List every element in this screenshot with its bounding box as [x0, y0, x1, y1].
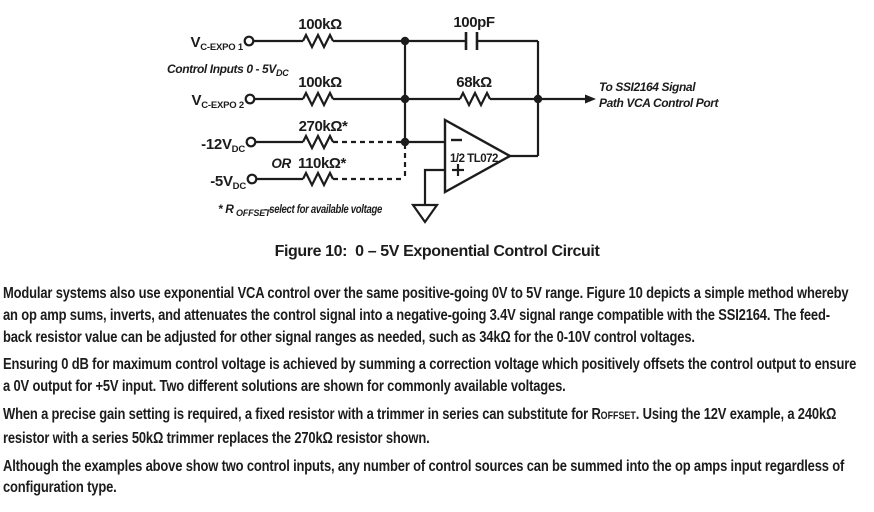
rf-value-label: 68kΩ — [456, 74, 492, 91]
paragraph-3: When a precise gain setting is required,… — [3, 404, 871, 450]
input1-label: VC-EXPO 1 — [191, 34, 244, 53]
r1-value-label: 100kΩ — [298, 16, 342, 33]
r4-value-label: 110kΩ* — [298, 155, 347, 172]
text-line: When a precise gain setting is required,… — [3, 404, 836, 428]
resistor-r1-icon — [302, 32, 334, 50]
output-label-line2: Path VCA Control Port — [599, 96, 720, 110]
text-line: a 0V output for +5V input. Two different… — [3, 378, 566, 396]
paragraph-1: Modular systems also use exponential VCA… — [3, 283, 871, 348]
text-line: resistor with a series 50kΩ trimmer repl… — [3, 429, 430, 447]
input3-label: -12VDC — [201, 136, 245, 155]
r3-value-label: 270kΩ* — [299, 118, 348, 135]
terminal-input3-icon — [245, 136, 257, 148]
resistor-r2-icon — [302, 90, 334, 108]
cf-value-label: 100pF — [453, 14, 495, 31]
terminal-input2-icon — [244, 93, 256, 105]
junction-dot-icon — [400, 137, 410, 147]
wire — [423, 168, 445, 205]
resistor-r3-icon — [302, 133, 334, 151]
body-text: Modular systems also use exponential VCA… — [3, 283, 871, 505]
resistor-rf-icon — [459, 90, 491, 108]
arrowhead-icon — [585, 94, 596, 104]
resistor-r4-icon — [302, 170, 334, 188]
terminal-input4-icon — [246, 173, 258, 185]
junction-dot-icon — [533, 94, 543, 104]
figure-caption: Figure 10: 0 – 5V Exponential Control Ci… — [0, 243, 874, 261]
text-line: back resistor value can be adjusted for … — [3, 328, 695, 346]
figure-caption-text: Figure 10: 0 – 5V Exponential Control Ci… — [274, 243, 600, 260]
roffset-smallcaps: OFFSET — [600, 409, 636, 422]
circuit-wires — [253, 32, 586, 205]
circuit-symbols — [243, 35, 596, 224]
circuit-diagram: 100kΩ 100pF 100kΩ 68kΩ 270kΩ* OR 110kΩ* … — [167, 14, 720, 224]
paragraph-2: Ensuring 0 dB for maximum control voltag… — [3, 354, 871, 398]
control-inputs-note: Control Inputs 0 - 5VDC — [167, 62, 289, 78]
text-line: Modular systems also use exponential VCA… — [3, 285, 849, 302]
paragraph-4: Although the examples above show two con… — [3, 456, 871, 500]
footnote-sub: OFFSET — [236, 208, 272, 218]
opamp-triangle-icon — [443, 117, 513, 195]
or-label: OR — [271, 156, 291, 171]
opamp-label: 1/2 TL072 — [450, 153, 498, 165]
text-line: configuration type. — [3, 479, 117, 497]
footnote-post: - select for available voltage — [264, 202, 383, 216]
ground-icon — [410, 203, 440, 224]
output-label-line1: To SSI2164 Signal — [599, 80, 696, 94]
text-segment: When a precise gain setting is required,… — [3, 405, 601, 423]
text-segment: . Using the 12V example, a 240kΩ — [635, 405, 837, 423]
footnote-pre: * R — [218, 202, 234, 216]
input4-label: -5VDC — [210, 173, 246, 192]
r2-value-label: 100kΩ — [298, 74, 342, 91]
text-line: Although the examples above show two con… — [3, 457, 845, 475]
junction-dot-icon — [400, 36, 410, 46]
text-line: Ensuring 0 dB for maximum control voltag… — [3, 356, 857, 374]
junction-dot-icon — [400, 94, 410, 104]
terminal-input1-icon — [243, 35, 255, 47]
input2-label: VC-EXPO 2 — [192, 92, 244, 111]
text-line: an op amp sums, inverts, and attenuates … — [3, 306, 830, 324]
